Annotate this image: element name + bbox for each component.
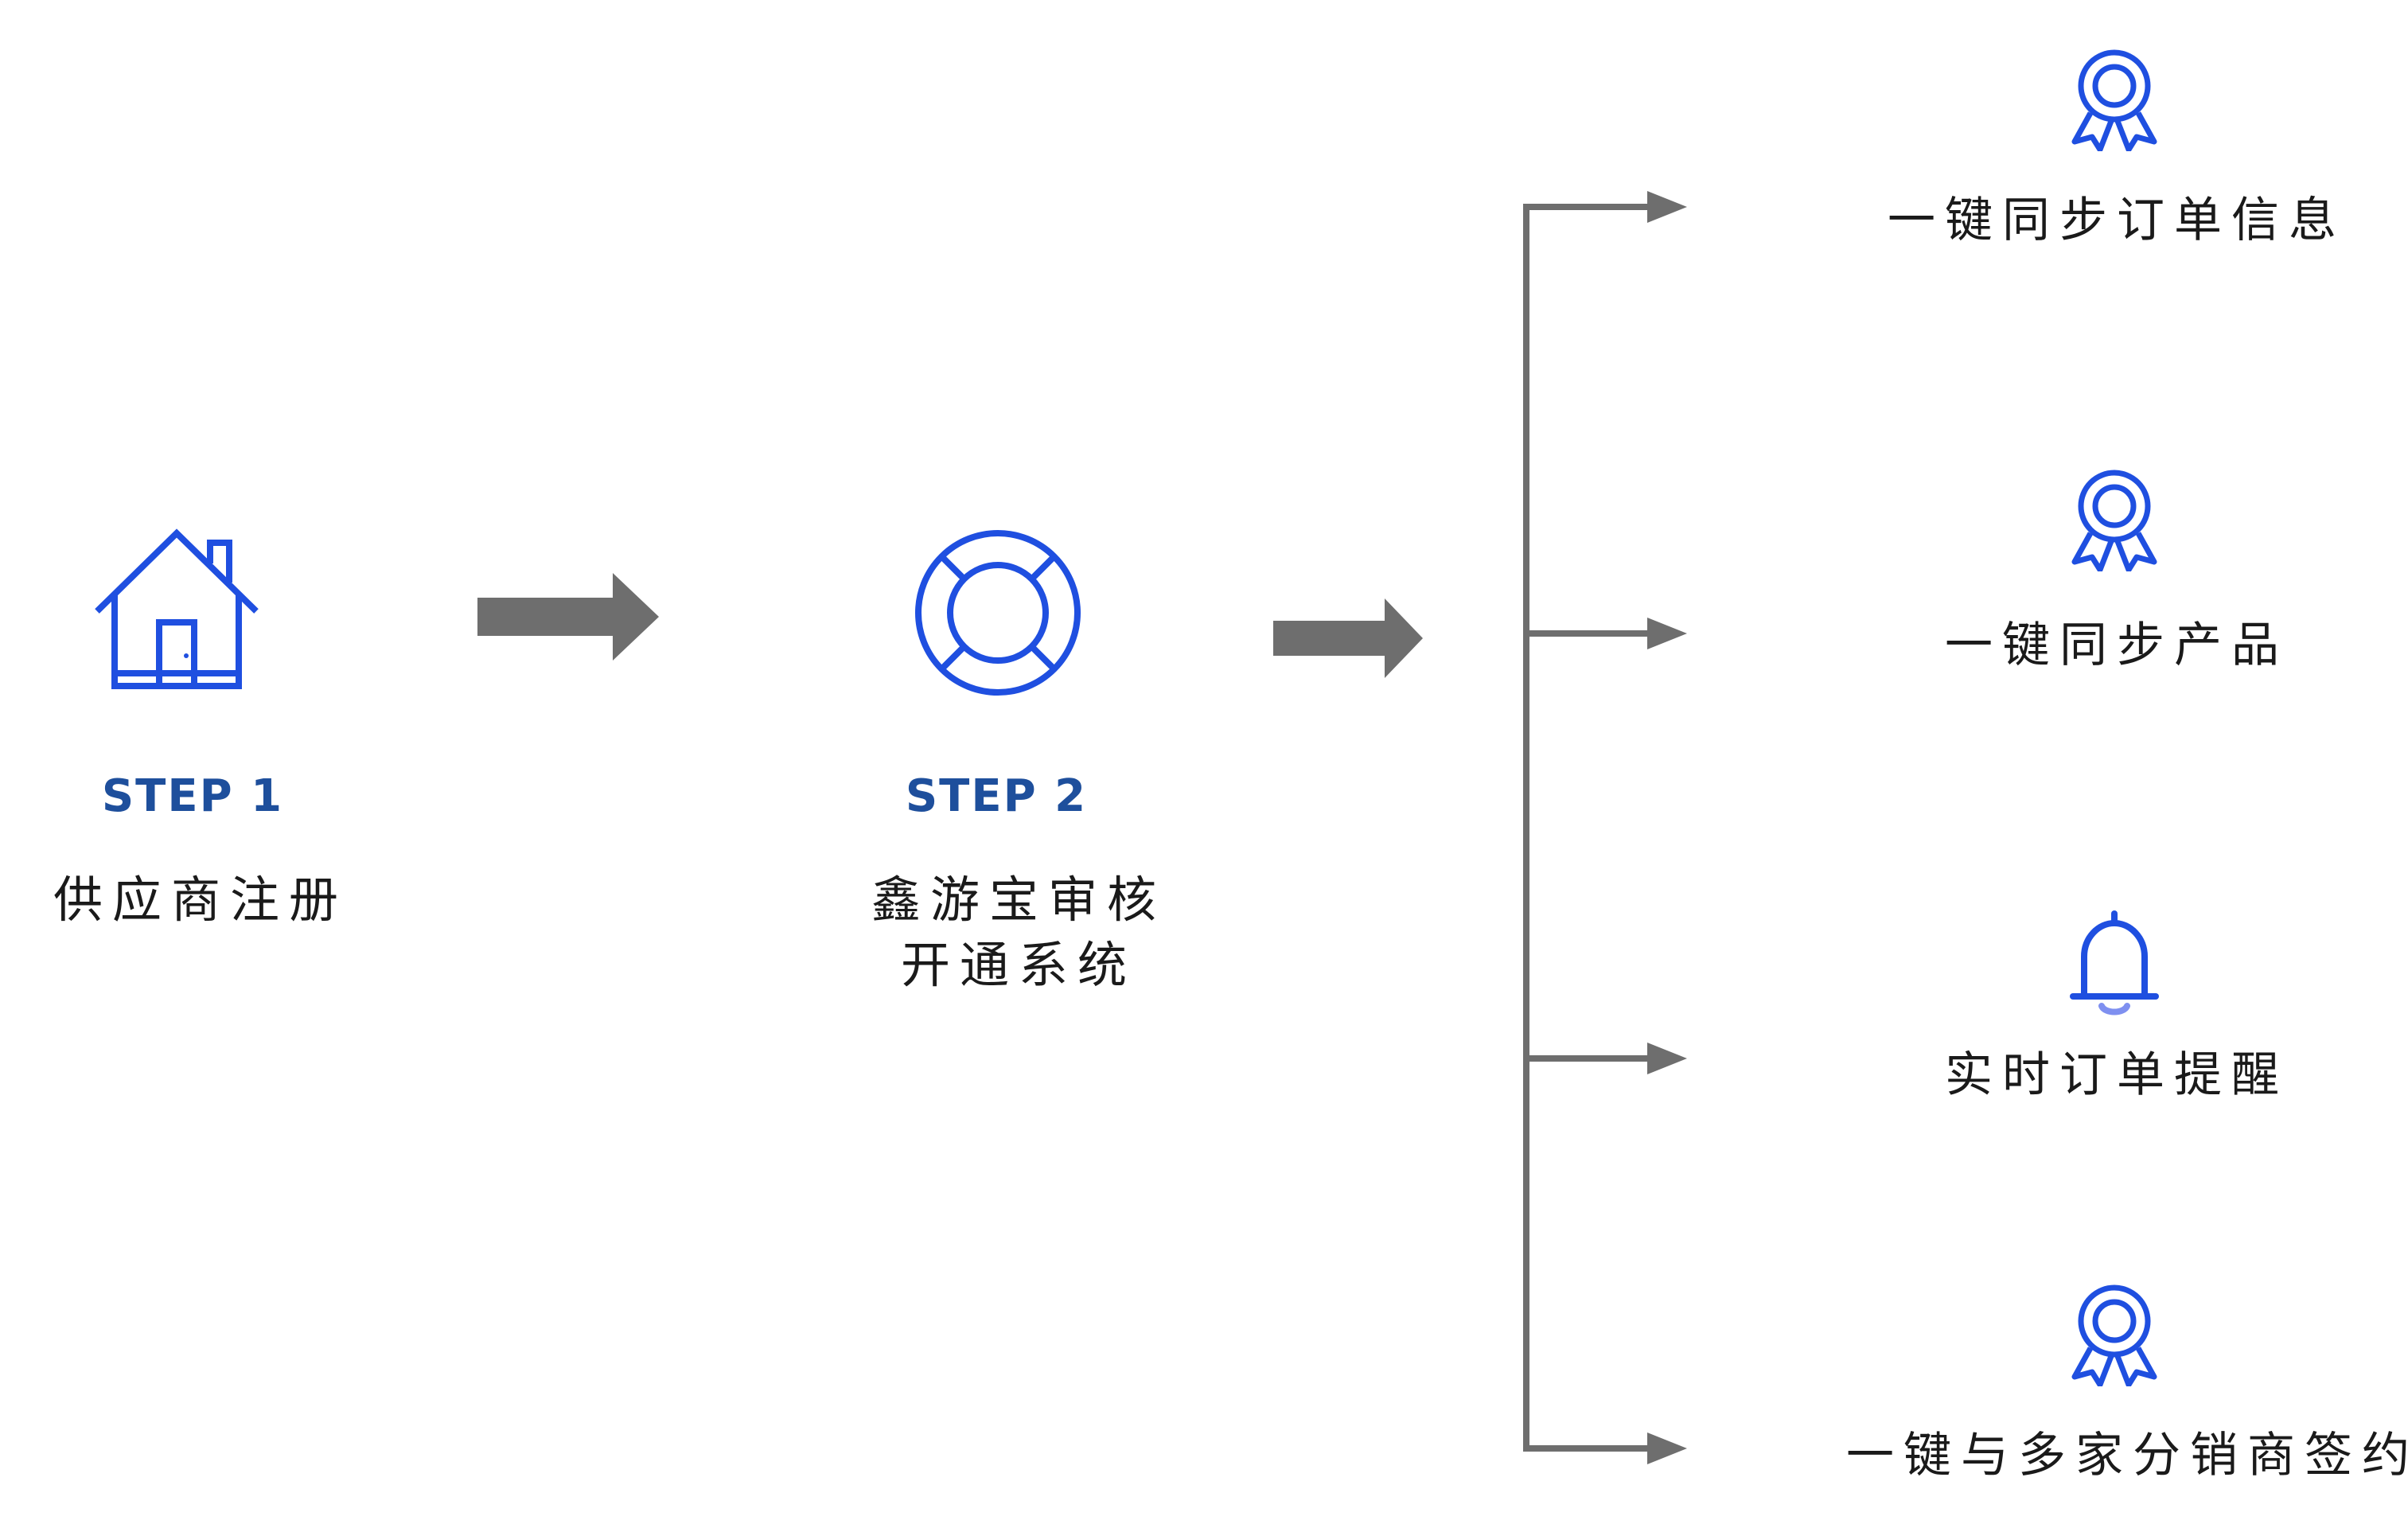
step-2-label: STEP 2: [905, 770, 1088, 822]
step-2-description-line-1: 鑫游宝审核: [871, 871, 1166, 929]
feature-label-sync-orders: 一键同步订单信息: [1888, 193, 2346, 248]
feature-label-distributor-signing: 一键与多家分销商签约: [1846, 1428, 2408, 1483]
branch-connector: [1512, 183, 1703, 1472]
lifebuoy-icon: [914, 528, 1082, 697]
step-2-description-line-2: 开通系统: [900, 936, 1136, 994]
step-1-description: 供应商注册: [53, 871, 348, 929]
award-ribbon-icon: [2067, 468, 2162, 571]
bell-icon: [2067, 907, 2162, 1019]
award-ribbon-icon: [2067, 48, 2162, 151]
flow-arrow-step1-to-step2: [477, 573, 660, 661]
flow-arrow-step2-to-features: [1273, 598, 1424, 678]
step-1-label: STEP 1: [101, 770, 284, 822]
feature-label-sync-products: 一键同步产品: [1945, 618, 2289, 673]
house-icon: [89, 525, 264, 700]
award-ribbon-icon: [2067, 1283, 2162, 1386]
feature-label-realtime-alerts: 实时订单提醒: [1945, 1047, 2289, 1103]
